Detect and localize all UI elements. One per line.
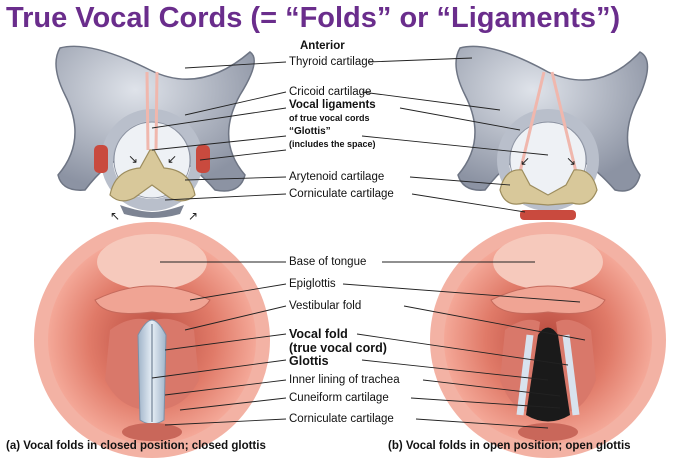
svg-text:↖: ↖ bbox=[110, 209, 120, 223]
label-vocal-fold: Vocal fold bbox=[289, 327, 348, 341]
label-vocal-fold-sub: (true vocal cord) bbox=[289, 341, 387, 355]
larynx-top-closed: ↘ ↙ ↖ ↗ bbox=[56, 46, 254, 223]
label-cricoid-cartilage: Cricoid cartilage bbox=[289, 86, 371, 98]
larynx-top-open: ↙ ↘ → ← bbox=[456, 46, 648, 235]
label-base-of-tongue: Base of tongue bbox=[289, 256, 366, 268]
label-corniculate-cartilage-top: Corniculate cartilage bbox=[289, 188, 394, 200]
label-glottis: Glottis bbox=[289, 354, 329, 368]
label-vocal-ligaments: Vocal ligaments bbox=[289, 99, 376, 111]
label-thyroid-cartilage: Thyroid cartilage bbox=[289, 56, 374, 68]
vocal-ligament-closed-l bbox=[147, 72, 148, 150]
svg-text:↘: ↘ bbox=[128, 152, 138, 166]
label-epiglottis: Epiglottis bbox=[289, 278, 336, 290]
label-arytenoid-cartilage: Arytenoid cartilage bbox=[289, 171, 384, 183]
label-cuneiform-cartilage: Cuneiform cartilage bbox=[289, 392, 389, 404]
label-corniculate-cartilage-bottom: Corniculate cartilage bbox=[289, 413, 394, 425]
caption-a: (a) Vocal folds in closed position; clos… bbox=[6, 440, 266, 452]
svg-text:↘: ↘ bbox=[566, 154, 576, 168]
laryngoscope-closed bbox=[34, 222, 270, 458]
vocal-ligament-closed-r bbox=[156, 72, 157, 150]
label-vocal-ligaments-sub: of true vocal cords bbox=[289, 112, 370, 124]
svg-text:↙: ↙ bbox=[520, 154, 530, 168]
label-glottis-quoted: “Glottis” bbox=[289, 126, 331, 138]
svg-text:↙: ↙ bbox=[167, 152, 177, 166]
svg-text:↗: ↗ bbox=[188, 209, 198, 223]
label-anterior: Anterior bbox=[300, 40, 345, 52]
caption-b: (b) Vocal folds in open position; open g… bbox=[388, 440, 631, 452]
label-vestibular-fold: Vestibular fold bbox=[289, 300, 361, 312]
label-inner-lining-trachea: Inner lining of trachea bbox=[289, 374, 400, 386]
label-glottis-sub: (includes the space) bbox=[289, 138, 376, 150]
